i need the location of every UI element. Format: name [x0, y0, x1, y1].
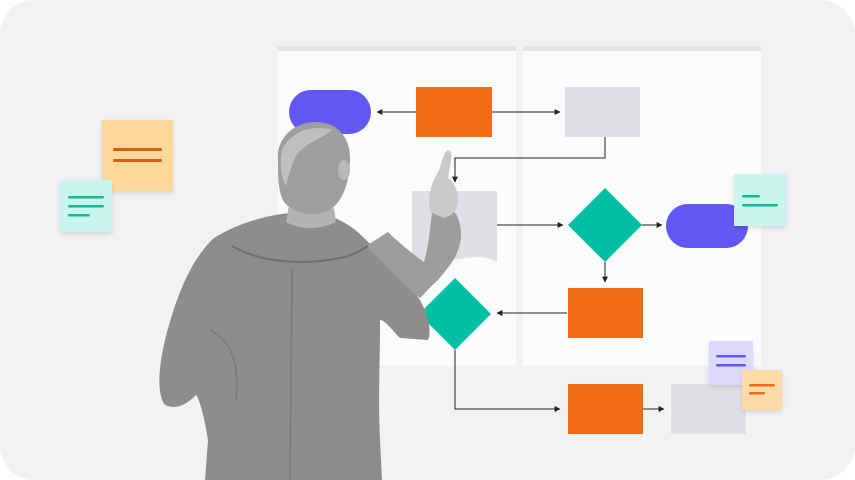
decision-diamond-left	[419, 278, 491, 350]
process-box-orange-top	[416, 87, 492, 137]
person-hand	[429, 150, 458, 218]
connector-gray-to-doc	[452, 137, 606, 183]
connector-diamond-to-bottom-orange	[454, 350, 561, 412]
person-ear	[338, 160, 350, 180]
sticky-note-yellow	[102, 120, 173, 191]
person-hair-shade	[280, 128, 332, 186]
sticky-note-peach	[742, 370, 782, 410]
person-shirt-seam	[209, 267, 293, 480]
person-shirt-yoke	[231, 245, 369, 263]
board-header-left	[278, 46, 516, 51]
terminator-pill-right	[666, 204, 748, 248]
process-box-orange-bottom	[568, 384, 643, 434]
sticky-note-icon	[734, 174, 786, 226]
decision-diamond-right	[568, 188, 642, 262]
person-raised-arm	[366, 207, 461, 298]
process-box-gray-top	[565, 87, 640, 137]
board-header-right	[523, 46, 761, 51]
person-shirt	[159, 211, 430, 480]
sticky-note-mint-left	[60, 180, 112, 232]
process-box-gray-bottom	[671, 384, 746, 434]
connectors	[376, 109, 665, 412]
sticky-note-icon	[102, 120, 173, 191]
person-figure	[159, 122, 461, 480]
process-box-orange-middle	[568, 288, 643, 338]
sticky-note-icon	[742, 370, 782, 410]
sticky-note-mint-right	[734, 174, 786, 226]
